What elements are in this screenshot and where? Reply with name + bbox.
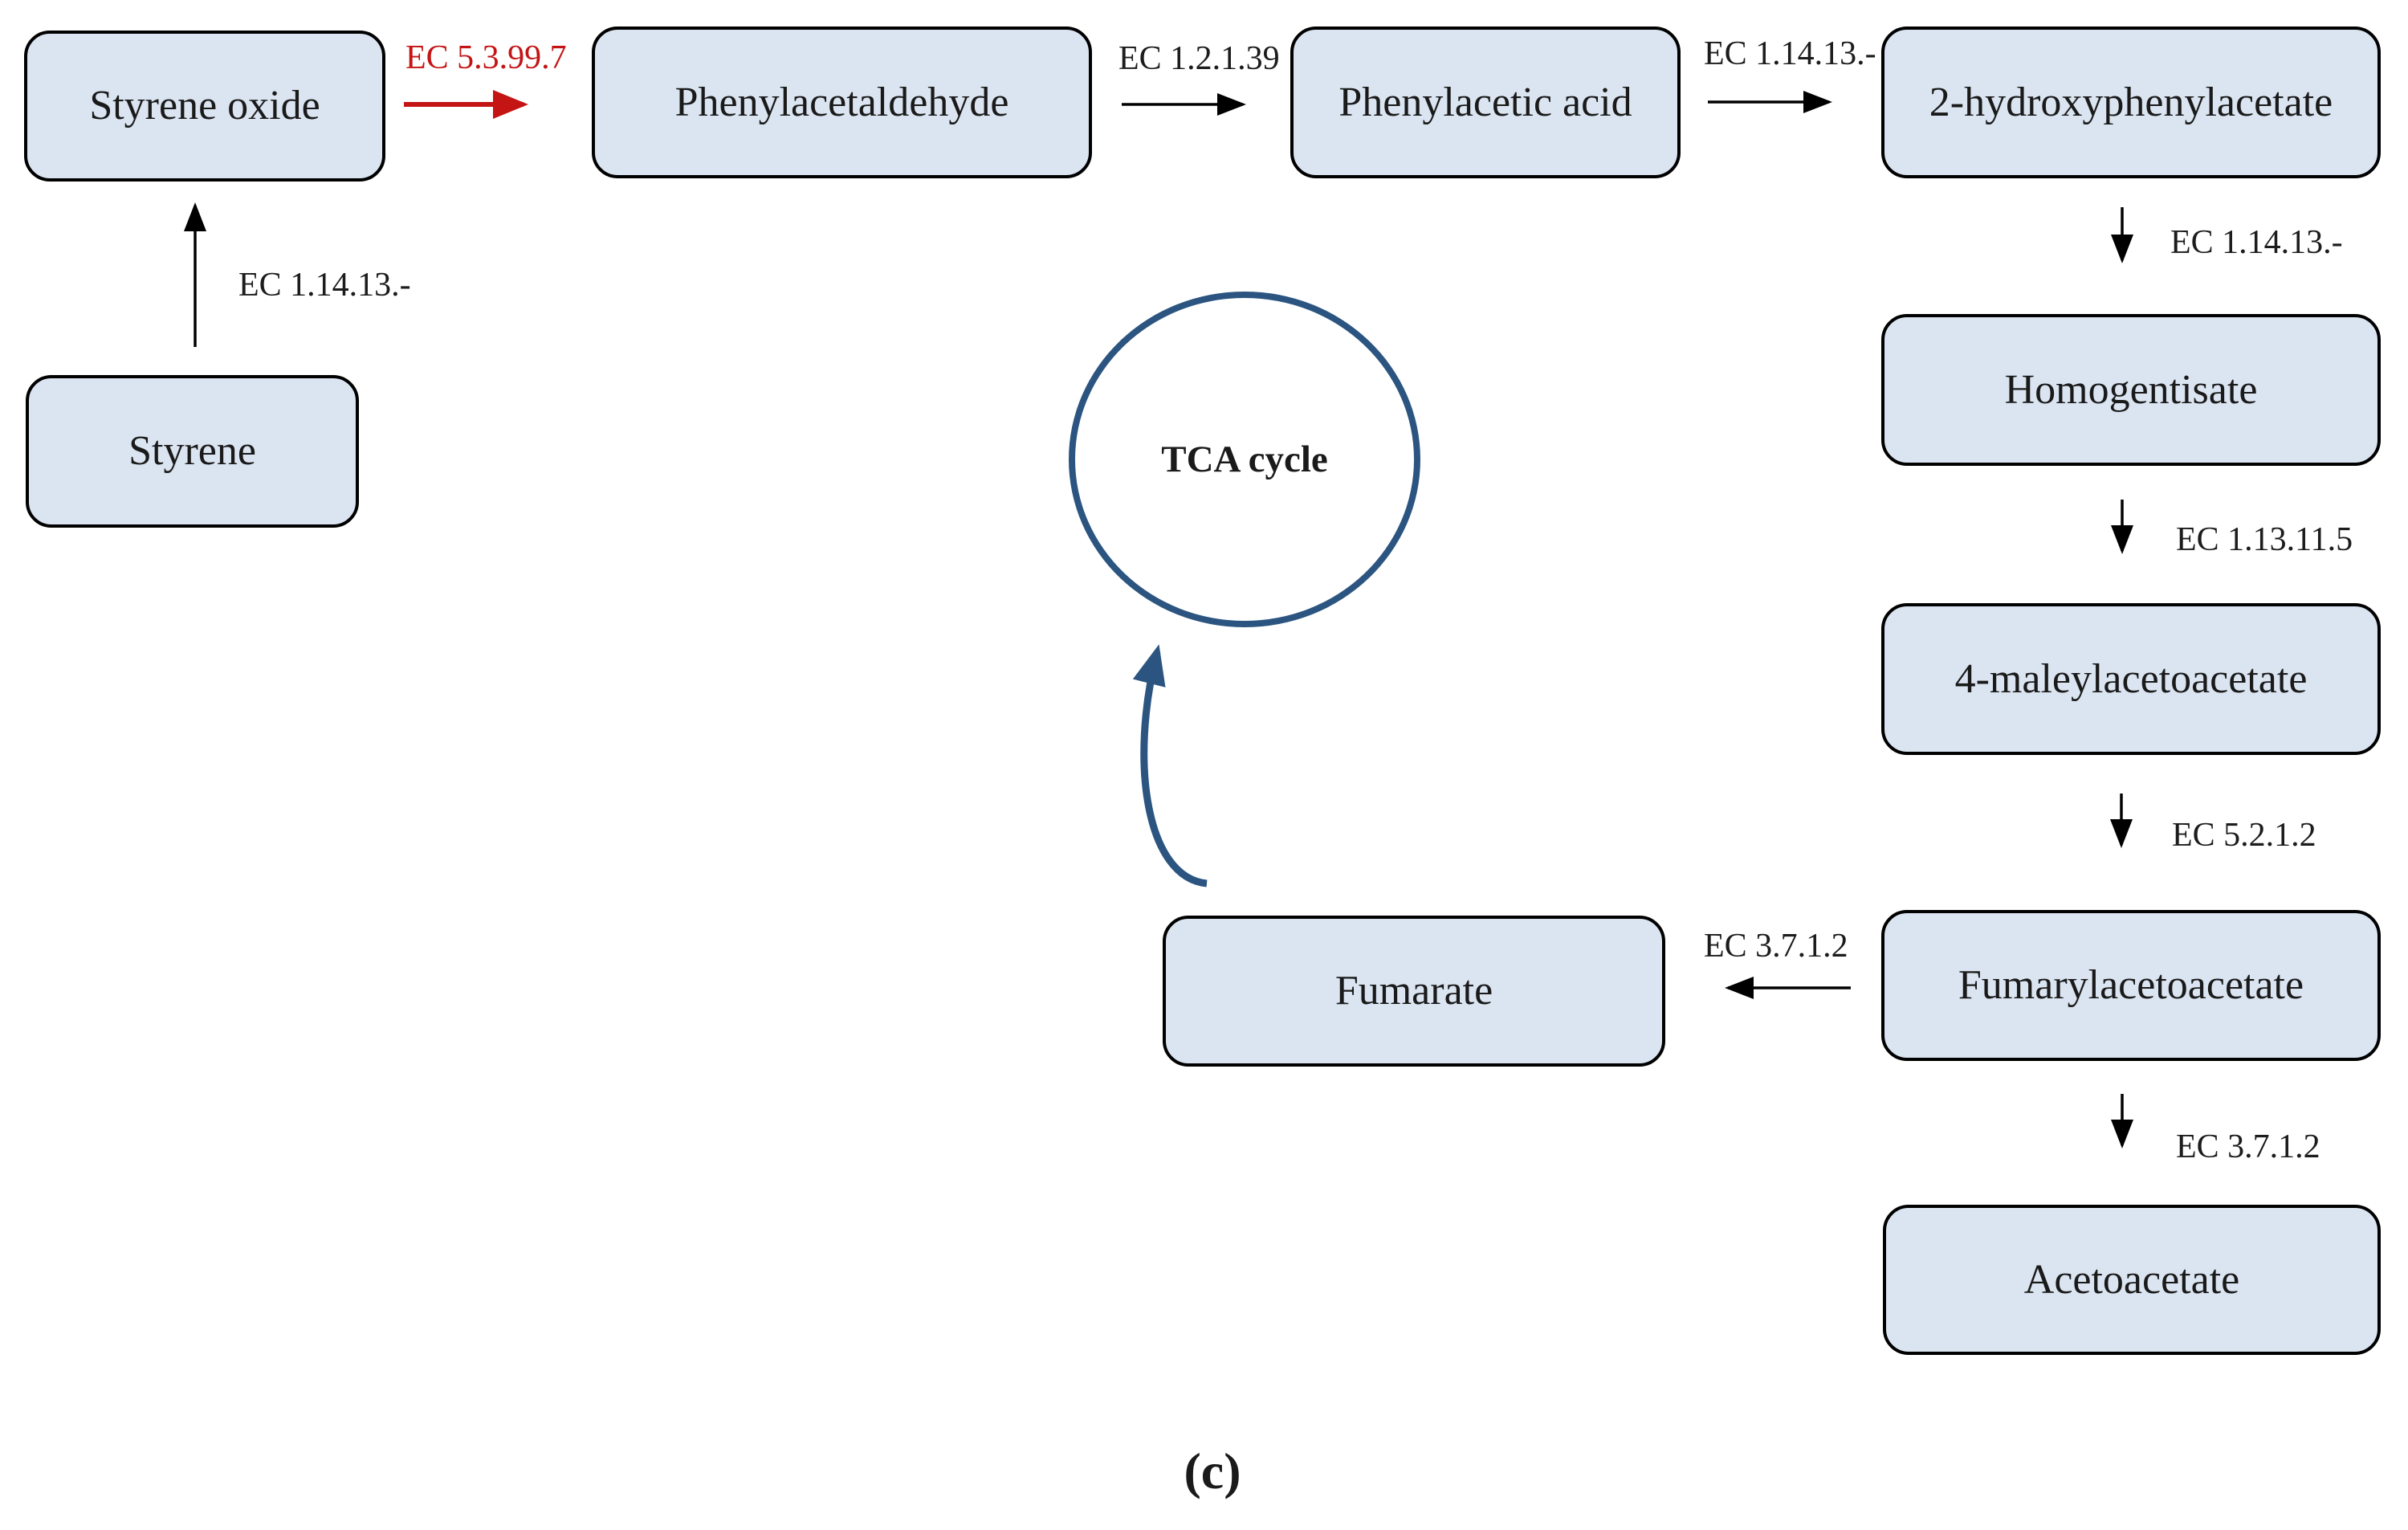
node-label: Styrene [128, 428, 256, 475]
node-2-hydroxyphenylacetate: 2-hydroxyphenylacetate [1881, 27, 2381, 178]
node-styrene: Styrene [26, 375, 359, 528]
node-label: 4-maleylacetoacetate [1954, 655, 2308, 702]
node-label: Phenylacetaldehyde [674, 79, 1009, 125]
edge-label-homogentisate-to-4-maleylacetoacetate: EC 1.13.11.5 [2176, 521, 2353, 558]
node-phenylacetaldehyde: Phenylacetaldehyde [592, 27, 1092, 178]
node-4-maleylacetoacetate: 4-maleylacetoacetate [1881, 603, 2381, 755]
node-label: 2-hydroxyphenylacetate [1929, 79, 2333, 125]
edge-label-phenylacetaldehyde-to-phenylacetic-acid: EC 1.2.1.39 [1118, 40, 1280, 77]
edge-label-2-hydroxyphenylacetate-to-homogentisate: EC 1.14.13.- [2170, 224, 2343, 261]
node-label: Phenylacetic acid [1338, 79, 1632, 125]
arrow-fumarate-to-tca-cycle [1132, 644, 1208, 887]
node-label: Acetoacetate [2023, 1256, 2240, 1303]
edge-label-4-maleylacetoacetate-to-fumarylacetoacetate: EC 5.2.1.2 [2172, 817, 2316, 854]
node-label: Fumarylacetoacetate [1958, 962, 2304, 1009]
tca-cycle-circle: TCA cycle [1069, 292, 1420, 627]
node-label: Styrene oxide [89, 83, 320, 129]
edge-label-styrene-to-styrene-oxide: EC 1.14.13.- [238, 267, 411, 304]
edge-label-fumarylacetoacetate-to-fumarate: EC 3.7.1.2 [1704, 928, 1848, 965]
tca-cycle-label: TCA cycle [1161, 439, 1328, 480]
edge-label-phenylacetic-acid-to-2-hydroxyphenylacetate: EC 1.14.13.- [1704, 35, 1876, 72]
edge-label-fumarylacetoacetate-to-acetoacetate: EC 3.7.1.2 [2176, 1128, 2320, 1165]
node-fumarate: Fumarate [1163, 916, 1665, 1067]
node-homogentisate: Homogentisate [1881, 314, 2381, 466]
node-acetoacetate: Acetoacetate [1883, 1205, 2381, 1355]
node-label: Fumarate [1334, 968, 1493, 1014]
node-phenylacetic-acid: Phenylacetic acid [1290, 27, 1681, 178]
panel-label: (c) [1184, 1442, 1241, 1499]
edge-label-styrene-oxide-to-phenylacetaldehyde: EC 5.3.99.7 [405, 39, 567, 76]
node-styrene-oxide: Styrene oxide [24, 31, 385, 182]
node-fumarylacetoacetate: Fumarylacetoacetate [1881, 910, 2381, 1061]
node-label: Homogentisate [2004, 366, 2258, 413]
